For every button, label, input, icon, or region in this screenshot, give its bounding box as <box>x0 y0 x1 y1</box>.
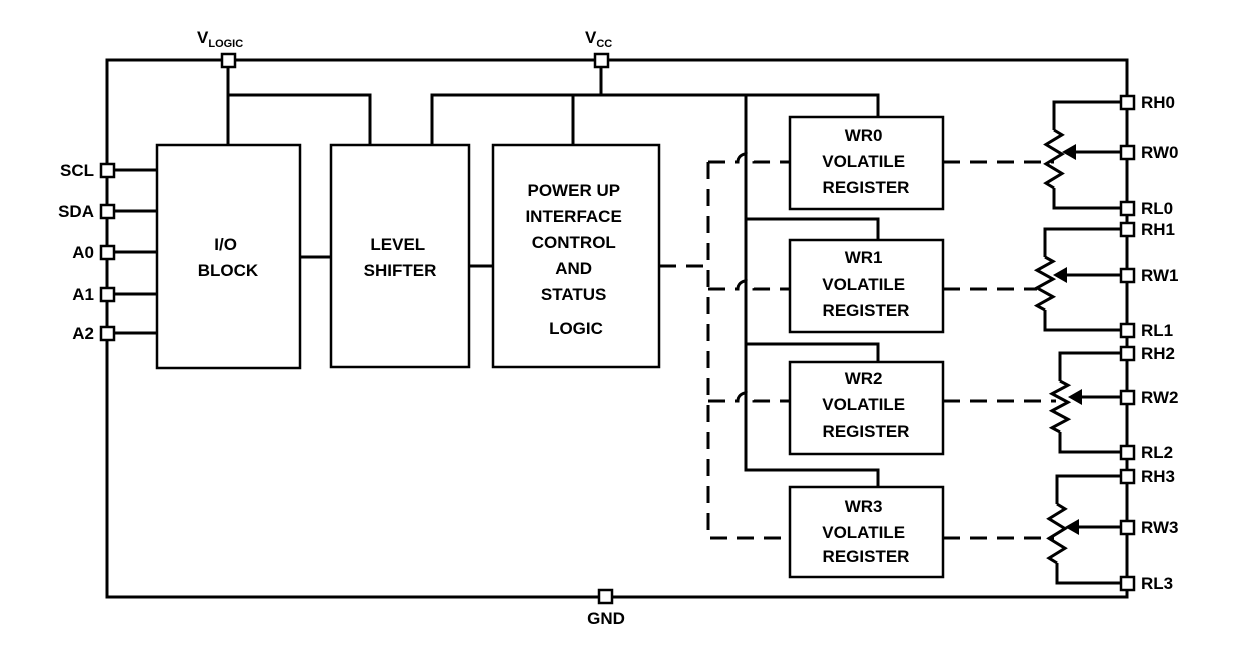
potentiometer-0 <box>1043 100 1127 210</box>
register-wr0: WR0 VOLATILE REGISTER <box>788 115 945 211</box>
rl1-label: RL1 <box>1141 321 1173 340</box>
vcc-label: VCC <box>585 28 612 50</box>
pin-a1 <box>99 286 116 303</box>
pin-rl2 <box>1119 444 1136 461</box>
wiper-arrow <box>1053 267 1067 283</box>
rh0-label: RH0 <box>1141 93 1175 112</box>
rl3-label: RL3 <box>1141 574 1173 593</box>
rw1-label: RW1 <box>1141 266 1178 285</box>
resistor-zigzag <box>1033 255 1057 312</box>
pin-rh3 <box>1119 468 1136 485</box>
pin-gnd <box>597 588 614 605</box>
pin-rh2 <box>1119 345 1136 362</box>
register-wr0-label: WR0 VOLATILE REGISTER <box>822 126 910 197</box>
pin-scl <box>99 162 116 179</box>
potentiometers <box>1033 100 1127 585</box>
vlogic-label: VLOGIC <box>197 28 243 50</box>
register-wr2: WR2 VOLATILE REGISTER <box>788 360 945 456</box>
register-wr1: WR1 VOLATILE REGISTER <box>788 238 945 334</box>
register-wr3: WR3 VOLATILE REGISTER <box>788 485 945 579</box>
power-up-control-label: POWER UP INTERFACE CONTROL AND STATUS LO… <box>525 181 626 338</box>
wiper-arrow <box>1062 144 1076 160</box>
register-wr2-label: WR2 VOLATILE REGISTER <box>822 369 910 441</box>
register-wr1-label: WR1 VOLATILE REGISTER <box>822 248 910 320</box>
wiper-arrow <box>1068 389 1082 405</box>
left-pins <box>99 162 116 342</box>
a1-label: A1 <box>72 285 94 304</box>
pin-rl0 <box>1119 200 1136 217</box>
pin-rw1 <box>1119 267 1136 284</box>
resistor-zigzag <box>1046 502 1068 565</box>
pin-rl3 <box>1119 575 1136 592</box>
pin-rw3 <box>1119 519 1136 536</box>
pin-rw2 <box>1119 389 1136 406</box>
rh3-label: RH3 <box>1141 467 1175 486</box>
pin-rh0 <box>1119 94 1136 111</box>
rw2-label: RW2 <box>1141 388 1178 407</box>
pin-sda <box>99 203 116 220</box>
rh1-label: RH1 <box>1141 220 1175 239</box>
scl-label: SCL <box>60 161 94 180</box>
io-block <box>155 143 302 370</box>
pin-rl1 <box>1119 322 1136 339</box>
level-shifter-label: LEVEL SHIFTER <box>364 235 437 280</box>
io-block-label: I/O BLOCK <box>198 235 259 280</box>
power-up-control-block <box>491 143 661 369</box>
pin-rh1 <box>1119 221 1136 238</box>
wiper-arrow <box>1065 519 1079 535</box>
resistor-zigzag <box>1043 128 1065 190</box>
potentiometer-2 <box>1048 351 1127 454</box>
potentiometer-1 <box>1033 227 1127 332</box>
gnd-label: GND <box>587 609 625 628</box>
left-pin-labels: SCL SDA A0 A1 A2 <box>58 161 94 343</box>
level-shifter-block <box>329 143 471 369</box>
a2-label: A2 <box>72 324 94 343</box>
register-wr3-label: WR3 VOLATILE REGISTER <box>822 497 910 566</box>
resistor-zigzag <box>1048 379 1072 434</box>
pin-vcc <box>593 52 610 69</box>
rw0-label: RW0 <box>1141 143 1178 162</box>
sda-label: SDA <box>58 202 94 221</box>
pin-a2 <box>99 325 116 342</box>
left-pin-wires <box>107 168 157 335</box>
pin-a0 <box>99 244 116 261</box>
rl0-label: RL0 <box>1141 199 1173 218</box>
a0-label: A0 <box>72 243 94 262</box>
pin-vlogic <box>220 52 237 69</box>
rl2-label: RL2 <box>1141 443 1173 462</box>
rh2-label: RH2 <box>1141 344 1175 363</box>
control-bus-dashed <box>659 152 1056 540</box>
potentiometer-3 <box>1046 474 1127 585</box>
rw3-label: RW3 <box>1141 518 1178 537</box>
pin-rw0 <box>1119 144 1136 161</box>
